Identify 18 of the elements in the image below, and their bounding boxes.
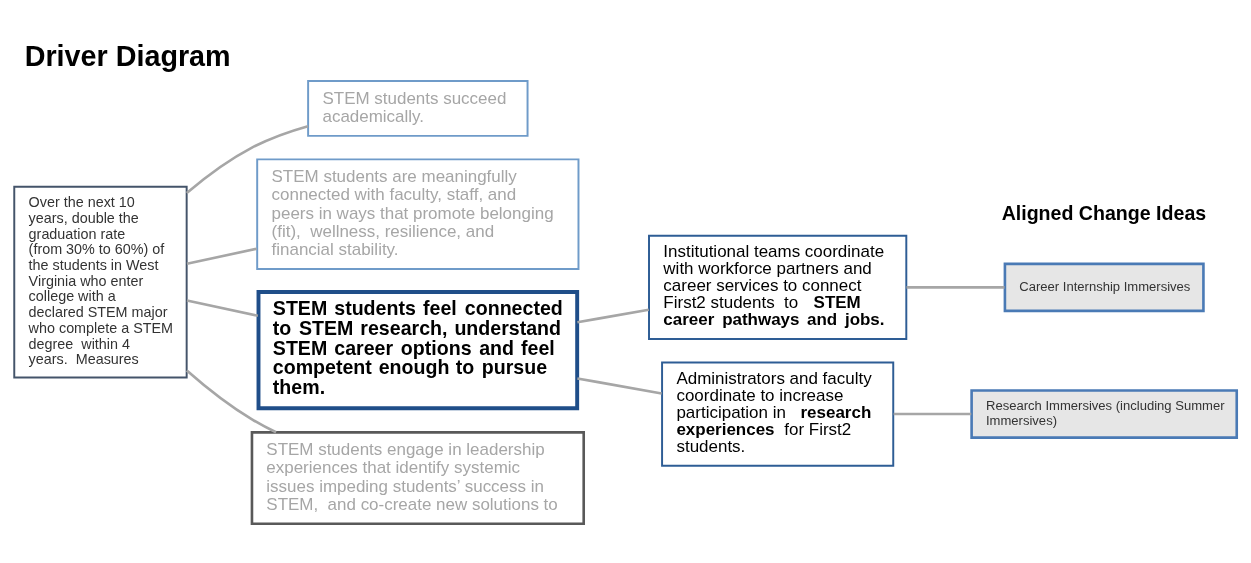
node-box: STEM students are meaningfully connected with faculty, staff, and peers in ways that promote belonging (fit), wellness, resilience, and financial stability.: [256, 158, 580, 271]
connector: [185, 124, 309, 195]
node-box: STEM students engage in leadership experiences that identify systemic issues impeding students’ success in STEM, and co-create new solutions to: [250, 431, 585, 526]
connector: [906, 286, 1005, 289]
node-box: Career Internship Immersives: [1003, 262, 1205, 313]
connector: [186, 247, 257, 266]
label: Aligned Change Ideas: [1001, 202, 1207, 225]
node-box: Institutional teams coordinate with workforce partners and career services to connect First2 students to STEM career pathways and jobs.: [648, 234, 908, 340]
node-box: Administrators and faculty coordinate to increase participation in research experiences for First2 students.: [661, 361, 895, 467]
node-box: STEM students succeed academically.: [307, 80, 529, 137]
connector: [186, 299, 259, 318]
node-box: Over the next 10 years, double the graduation rate (from 30% to 60%) of the students in West Virginia who enter college with a declared STEM major who complete a STEM degree within 4 years. Measures: [13, 185, 188, 379]
node-box: Research Immersives (including Summer Immersives): [970, 389, 1239, 439]
connector: [577, 308, 649, 324]
node-box: STEM students feel connected to STEM research, understand STEM career options and feel competent enough to pursue them.: [256, 290, 580, 411]
diagram-title: Driver Diagram: [24, 40, 231, 73]
connector: [893, 412, 972, 416]
connector: [577, 377, 662, 395]
